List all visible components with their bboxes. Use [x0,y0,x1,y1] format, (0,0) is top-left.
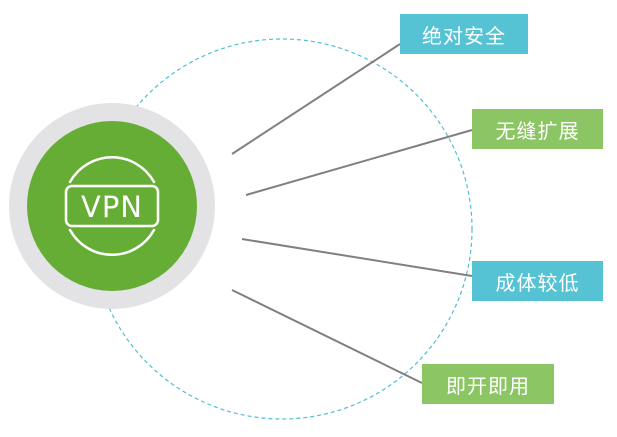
connector-line-1 [231,43,401,155]
connector-line-3 [241,238,473,277]
connector-line-2 [245,129,473,196]
vpn-logo-text: VPN [81,190,143,224]
feature-label-ready-to-use: 即开即用 [422,364,554,404]
connector-line-4 [231,289,423,384]
feature-label-scalability: 无缝扩展 [472,109,603,149]
feature-label-security: 绝对安全 [400,14,528,54]
vpn-logo-icon: VPN [64,155,160,257]
hub-core [27,121,197,291]
feature-label-cost: 成体较低 [472,261,603,301]
